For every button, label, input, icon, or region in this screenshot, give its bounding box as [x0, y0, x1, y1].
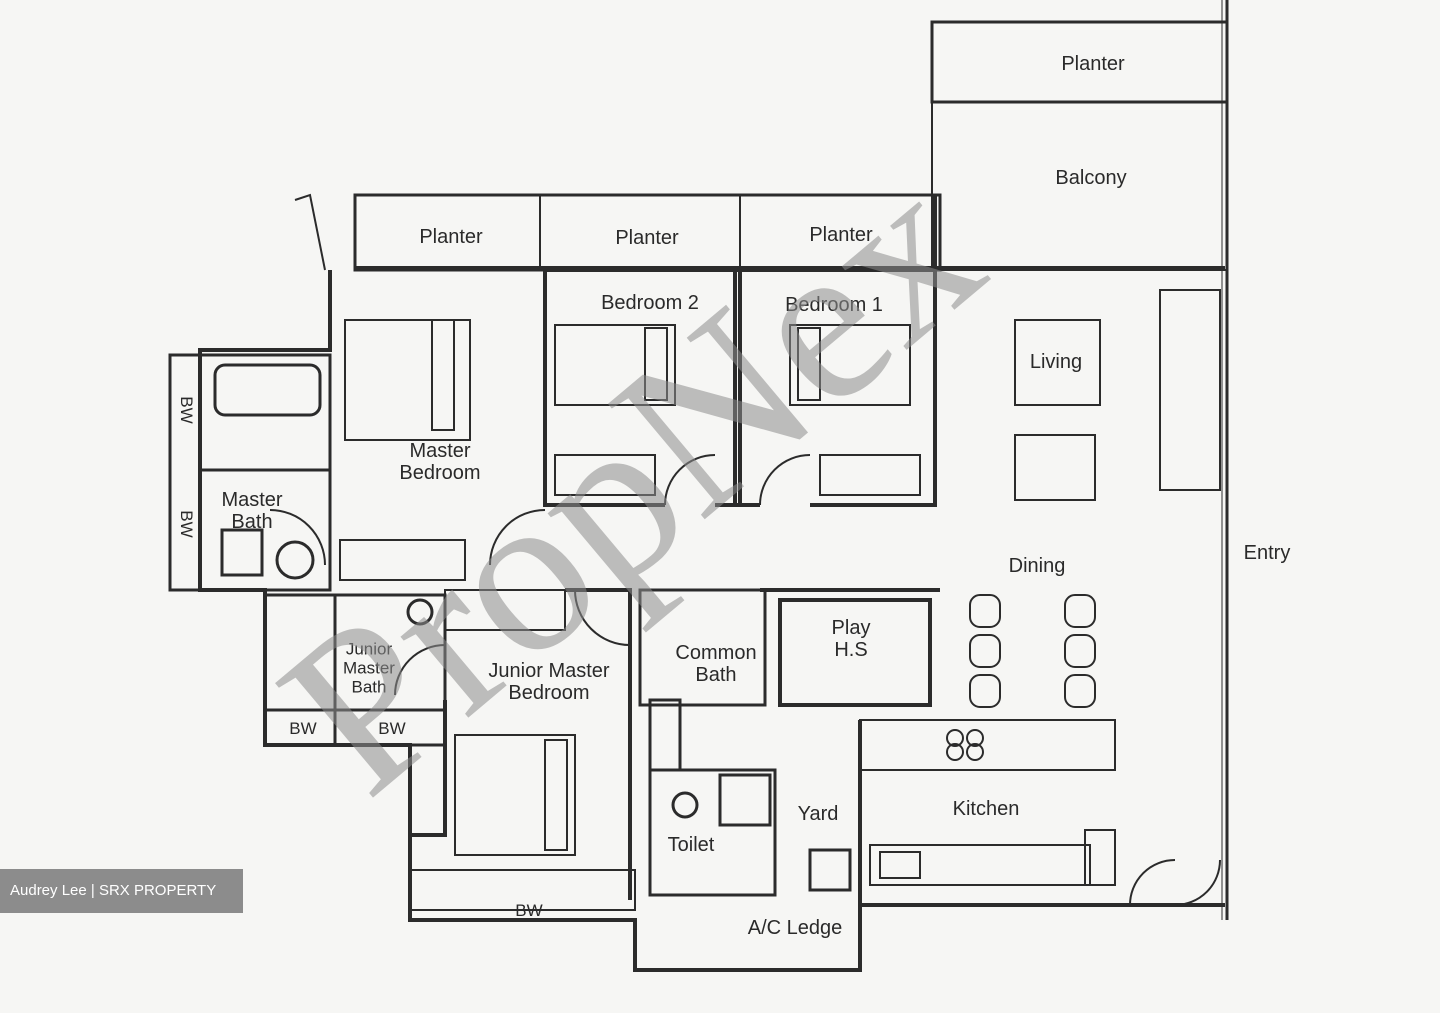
play-hs-walls	[778, 598, 932, 707]
master-bath-walls	[168, 353, 332, 592]
label-master-bath: Master Bath	[221, 489, 283, 533]
bedroom-walls	[543, 195, 937, 507]
label-master-bedroom: Master Bedroom	[399, 440, 481, 484]
label-bay-window-4: BW	[378, 719, 406, 738]
credit-banner: Audrey Lee | SRX PROPERTY	[0, 869, 243, 913]
dining-set	[969, 594, 1096, 708]
label-planter-3: Planter	[809, 224, 873, 246]
label-bay-window-2: BW	[177, 510, 196, 538]
label-yard: Yard	[797, 803, 839, 825]
planters-row	[353, 193, 1225, 272]
living-set	[1014, 289, 1221, 501]
label-planter-1: Planter	[419, 226, 483, 248]
label-bay-window-1: BW	[177, 396, 196, 424]
label-kitchen: Kitchen	[952, 798, 1020, 820]
label-toilet: Toilet	[667, 834, 715, 856]
label-planter-top: Planter	[1061, 53, 1125, 75]
kitchen-counters	[858, 719, 1116, 905]
label-common-bath: Common Bath	[675, 642, 757, 686]
label-bay-window-3: BW	[289, 719, 317, 738]
label-bay-window-5: BW	[515, 901, 543, 920]
balcony-frame	[930, 0, 1229, 920]
label-junior-master-bedroom: Junior Master Bedroom	[488, 660, 610, 704]
label-bedroom-1: Bedroom 1	[785, 294, 883, 316]
label-living: Living	[1029, 351, 1083, 373]
label-play-hs: Play H.S	[831, 617, 871, 661]
label-bedroom-2: Bedroom 2	[601, 292, 699, 314]
unit-walls	[198, 270, 1225, 972]
label-junior-master-bath: Junior Master Bath	[343, 639, 395, 697]
wardrobes	[339, 454, 921, 631]
service-walls	[638, 588, 940, 897]
left-fin	[294, 193, 326, 271]
label-entry: Entry	[1243, 542, 1291, 564]
door-swings	[269, 454, 1221, 906]
beds	[344, 319, 911, 856]
label-ac-ledge: A/C Ledge	[747, 917, 843, 939]
junior-bedroom-walls	[409, 588, 636, 911]
label-dining: Dining	[1008, 555, 1066, 577]
label-balcony: Balcony	[1055, 167, 1127, 189]
label-planter-2: Planter	[615, 227, 679, 249]
